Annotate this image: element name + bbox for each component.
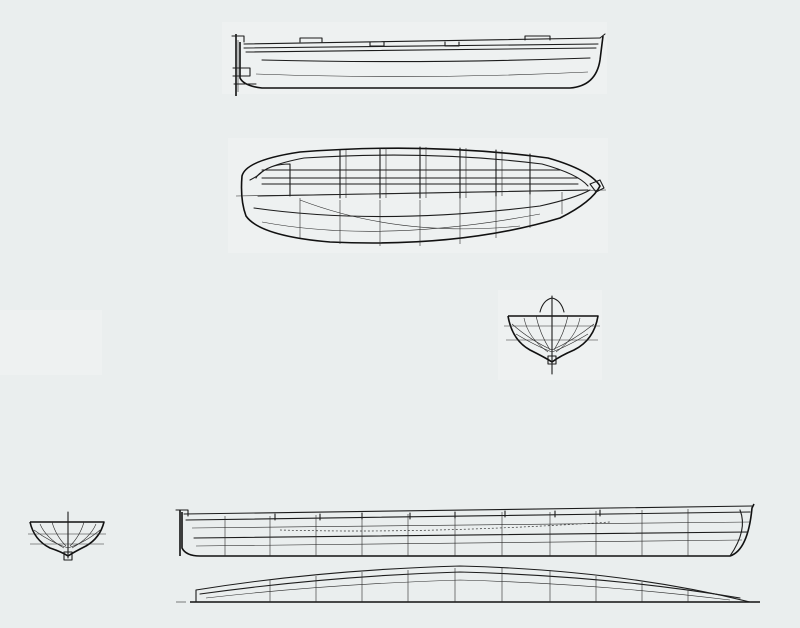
- waterline-plan: [176, 565, 760, 603]
- body-plan-left: [28, 511, 106, 561]
- profile-top: [231, 33, 606, 96]
- profile-lines: [175, 503, 755, 557]
- scan-panel-blank: [0, 310, 102, 375]
- body-plan-right: [504, 295, 600, 375]
- scan-panel-profile: [222, 22, 607, 94]
- plan-view: [235, 146, 607, 246]
